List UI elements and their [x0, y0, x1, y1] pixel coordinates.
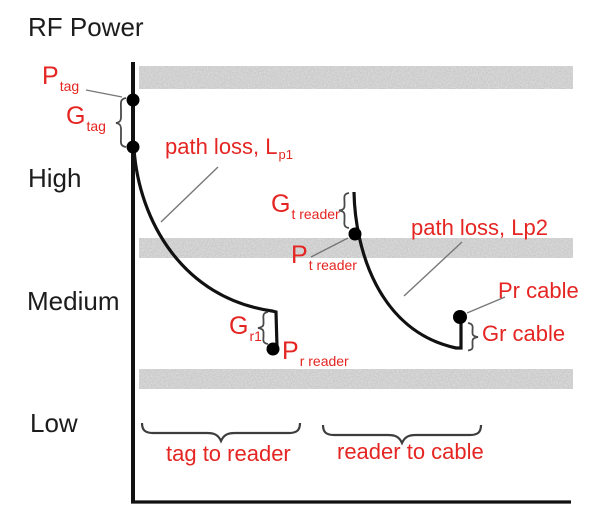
g-r1-brace — [257, 311, 269, 345]
p-tag-base: P — [42, 62, 59, 90]
pr-cable-label: Pr cable — [498, 278, 579, 303]
g-t-reader-base: G — [271, 190, 291, 218]
g-t-reader-brace — [338, 192, 350, 229]
p-t-reader-dot — [348, 227, 362, 241]
g-r1-label: Gr1 — [229, 313, 262, 344]
g-tag-sub: tag — [86, 118, 106, 134]
gr-cable-brace — [467, 322, 479, 352]
path-loss-curve-2 — [352, 191, 463, 350]
g-r1-sub: r1 — [249, 328, 262, 344]
path-loss-2-label: path loss, Lp2 — [411, 215, 548, 240]
level-label-low: Low — [30, 408, 78, 438]
p-r-reader-sub: r reader — [299, 353, 349, 369]
p-t-reader-connector — [310, 237, 349, 258]
segment-reader-to-cable-label: reader to cable — [337, 439, 484, 464]
path-loss-1-connector — [160, 166, 219, 223]
chart-title: RF Power — [28, 12, 144, 42]
path-loss-1-label: path loss, Lp1 — [165, 135, 293, 162]
p-tag-sub: tag — [59, 78, 80, 94]
tag-to-reader-brace — [140, 422, 302, 444]
p-r-reader-base: P — [282, 337, 299, 365]
tag-gain-dot — [126, 140, 140, 154]
path-loss-2-connector — [403, 241, 463, 297]
g-tag-label: Gtag — [66, 103, 106, 134]
g-t-reader-label: Gt reader — [271, 191, 340, 222]
level-label-high: High — [28, 163, 82, 193]
segment-tag-to-reader-label: tag to reader — [166, 441, 291, 466]
p-r-reader-label: Pr reader — [282, 338, 349, 369]
p-tag-connector — [85, 89, 123, 98]
p-t-reader-sub: t reader — [308, 257, 357, 273]
pr-cable-dot — [453, 310, 467, 324]
reader-to-cable-brace — [321, 424, 483, 446]
path-loss-1-sub: p1 — [278, 147, 293, 162]
path-loss-curve-1 — [132, 148, 279, 348]
path-loss-1-base: path loss, L — [165, 134, 278, 159]
p-t-reader-label: Pt reader — [291, 242, 357, 273]
g-tag-brace — [115, 97, 127, 148]
band-noise-texture — [139, 66, 573, 389]
p-tag-label: Ptag — [42, 63, 79, 94]
pr-cable-connector — [466, 296, 506, 314]
p-t-reader-base: P — [291, 241, 308, 269]
gr-cable-label: Gr cable — [482, 321, 566, 346]
g-t-reader-sub: t reader — [291, 206, 340, 222]
p-tag-dot — [126, 93, 140, 107]
p-r-reader-dot — [266, 342, 280, 356]
level-label-medium: Medium — [27, 286, 120, 316]
g-tag-base: G — [66, 102, 86, 130]
g-r1-base: G — [229, 312, 249, 340]
power-level-bands — [139, 66, 573, 389]
